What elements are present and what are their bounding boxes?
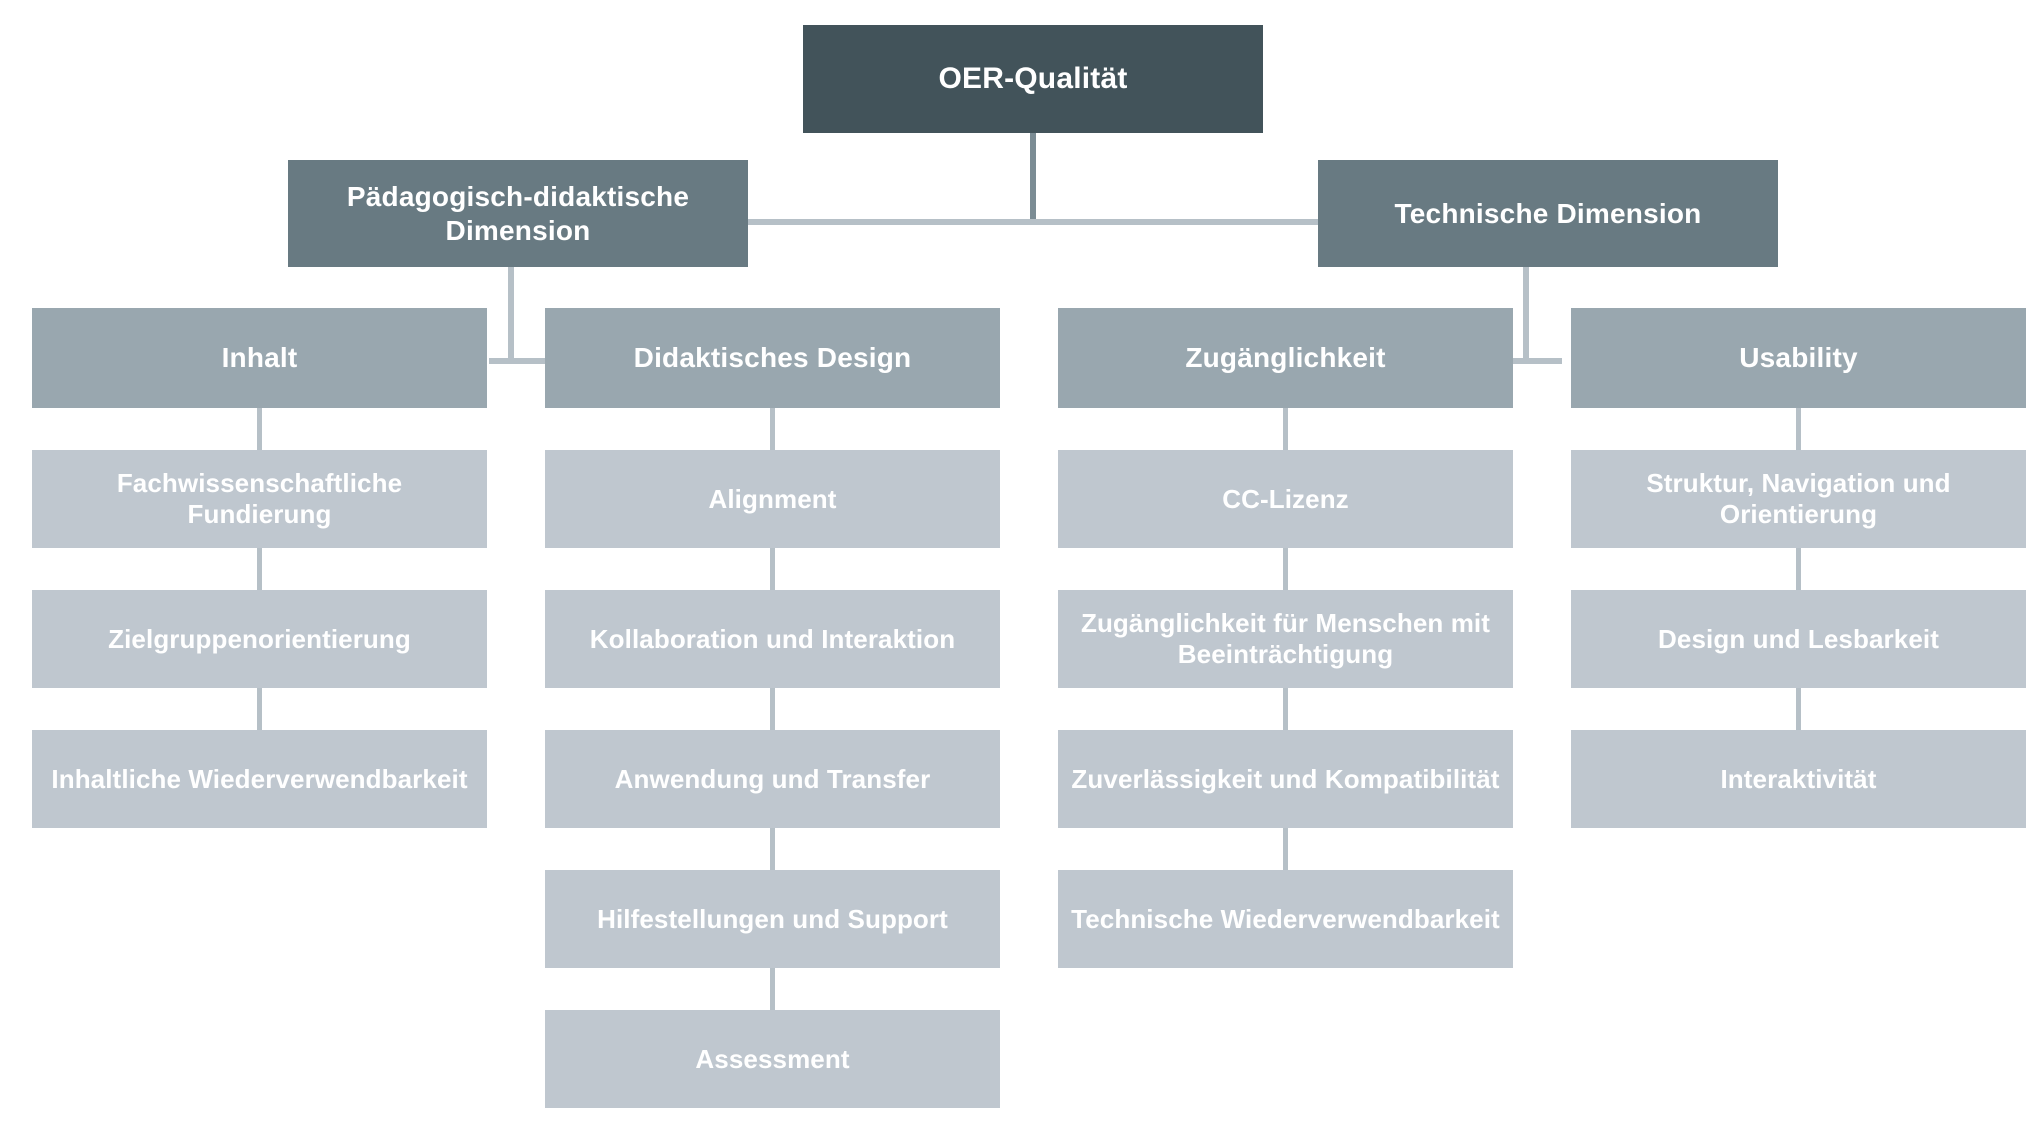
connector-pedagogical-vertical — [508, 267, 514, 361]
node-dimension-paedagogisch-label: Pädagogisch-didaktische Dimension — [346, 181, 690, 246]
connector-dimension-bus — [738, 219, 1328, 225]
node-criterion-assessment[interactable]: Assessment — [545, 1010, 1000, 1108]
connector-usability-stem-3 — [1796, 688, 1801, 730]
connector-zugaenglichkeit-stem-3 — [1283, 688, 1288, 730]
node-criterion-kollaboration-und-interaktion[interactable]: Kollaboration und Interaktion — [545, 590, 1000, 688]
node-criterion-label: Fachwissenschaftliche Fundierung — [116, 468, 403, 529]
node-criterion-anwendung-und-transfer[interactable]: Anwendung und Transfer — [545, 730, 1000, 828]
node-criterion-label: Inhaltliche Wiederverwendbarkeit — [51, 763, 468, 794]
node-dimension-paedagogisch-didaktisch[interactable]: Pädagogisch-didaktische Dimension — [288, 160, 748, 267]
node-criterion-technische-wiederverwendbarkeit[interactable]: Technische Wiederverwendbarkeit — [1058, 870, 1513, 968]
node-criterion-label: Alignment — [708, 483, 837, 514]
connector-root-vertical — [1030, 133, 1036, 223]
connector-didaktik-stem-2 — [770, 548, 775, 590]
node-criterion-label: Zielgruppenorientierung — [108, 623, 411, 654]
connector-didaktik-stem-5 — [770, 968, 775, 1010]
connector-zugaenglichkeit-stem-2 — [1283, 548, 1288, 590]
node-category-usability-label: Usability — [1739, 342, 1858, 374]
node-criterion-struktur-navigation-und-orientierung[interactable]: Struktur, Navigation und Orientierung — [1571, 450, 2026, 548]
node-category-inhalt[interactable]: Inhalt — [32, 308, 487, 408]
connector-usability-stem-1 — [1796, 408, 1801, 450]
node-criterion-interaktivitaet[interactable]: Interaktivität — [1571, 730, 2026, 828]
connector-didaktik-stem-1 — [770, 408, 775, 450]
node-criterion-label: Anwendung und Transfer — [614, 763, 931, 794]
node-criterion-label: Hilfestellungen und Support — [597, 903, 948, 934]
node-criterion-label: Technische Wiederverwendbarkeit — [1071, 903, 1500, 934]
connector-zugaenglichkeit-stem-4 — [1283, 828, 1288, 870]
connector-inhalt-stem-3 — [257, 688, 262, 730]
node-criterion-zuverlaessigkeit-und-kompatibilitaet[interactable]: Zuverlässigkeit und Kompatibilität — [1058, 730, 1513, 828]
node-root-oer-qualitaet[interactable]: OER-Qualität — [803, 25, 1263, 133]
node-criterion-alignment[interactable]: Alignment — [545, 450, 1000, 548]
node-criterion-label: Design und Lesbarkeit — [1658, 623, 1939, 654]
connector-technical-category-bus — [1504, 358, 1562, 364]
node-category-didaktisches-design-label: Didaktisches Design — [633, 342, 912, 374]
connector-inhalt-stem-1 — [257, 408, 262, 450]
node-criterion-label: Zuverlässigkeit und Kompatibilität — [1071, 763, 1500, 794]
node-criterion-label: Assessment — [695, 1043, 850, 1074]
connector-zugaenglichkeit-stem-1 — [1283, 408, 1288, 450]
node-criterion-hilfestellungen-und-support[interactable]: Hilfestellungen und Support — [545, 870, 1000, 968]
connector-inhalt-stem-2 — [257, 548, 262, 590]
node-criterion-label: Zugänglichkeit für Menschen mit Beeinträ… — [1080, 608, 1491, 669]
node-category-zugaenglichkeit-label: Zugänglichkeit — [1185, 342, 1386, 374]
connector-technical-vertical — [1523, 267, 1529, 361]
node-category-zugaenglichkeit[interactable]: Zugänglichkeit — [1058, 308, 1513, 408]
node-root-label: OER-Qualität — [938, 62, 1128, 96]
node-criterion-label: Kollaboration und Interaktion — [589, 623, 956, 654]
node-criterion-label: Interaktivität — [1720, 763, 1877, 794]
node-criterion-cc-lizenz[interactable]: CC-Lizenz — [1058, 450, 1513, 548]
connector-pedagogical-category-bus — [489, 358, 547, 364]
node-dimension-technisch[interactable]: Technische Dimension — [1318, 160, 1778, 267]
node-criterion-design-und-lesbarkeit[interactable]: Design und Lesbarkeit — [1571, 590, 2026, 688]
node-criterion-zugaenglichkeit-fuer-menschen-mit-beeintraechtigung[interactable]: Zugänglichkeit für Menschen mit Beeinträ… — [1058, 590, 1513, 688]
node-criterion-inhaltliche-wiederverwendbarkeit[interactable]: Inhaltliche Wiederverwendbarkeit — [32, 730, 487, 828]
connector-usability-stem-2 — [1796, 548, 1801, 590]
node-category-inhalt-label: Inhalt — [221, 342, 298, 374]
node-criterion-fachwissenschaftliche-fundierung[interactable]: Fachwissenschaftliche Fundierung — [32, 450, 487, 548]
node-criterion-label: Struktur, Navigation und Orientierung — [1646, 468, 1951, 529]
node-category-didaktisches-design[interactable]: Didaktisches Design — [545, 308, 1000, 408]
connector-didaktik-stem-4 — [770, 828, 775, 870]
node-category-usability[interactable]: Usability — [1571, 308, 2026, 408]
connector-didaktik-stem-3 — [770, 688, 775, 730]
node-criterion-label: CC-Lizenz — [1222, 483, 1349, 514]
node-dimension-technisch-label: Technische Dimension — [1394, 197, 1702, 229]
node-criterion-zielgruppenorientierung[interactable]: Zielgruppenorientierung — [32, 590, 487, 688]
